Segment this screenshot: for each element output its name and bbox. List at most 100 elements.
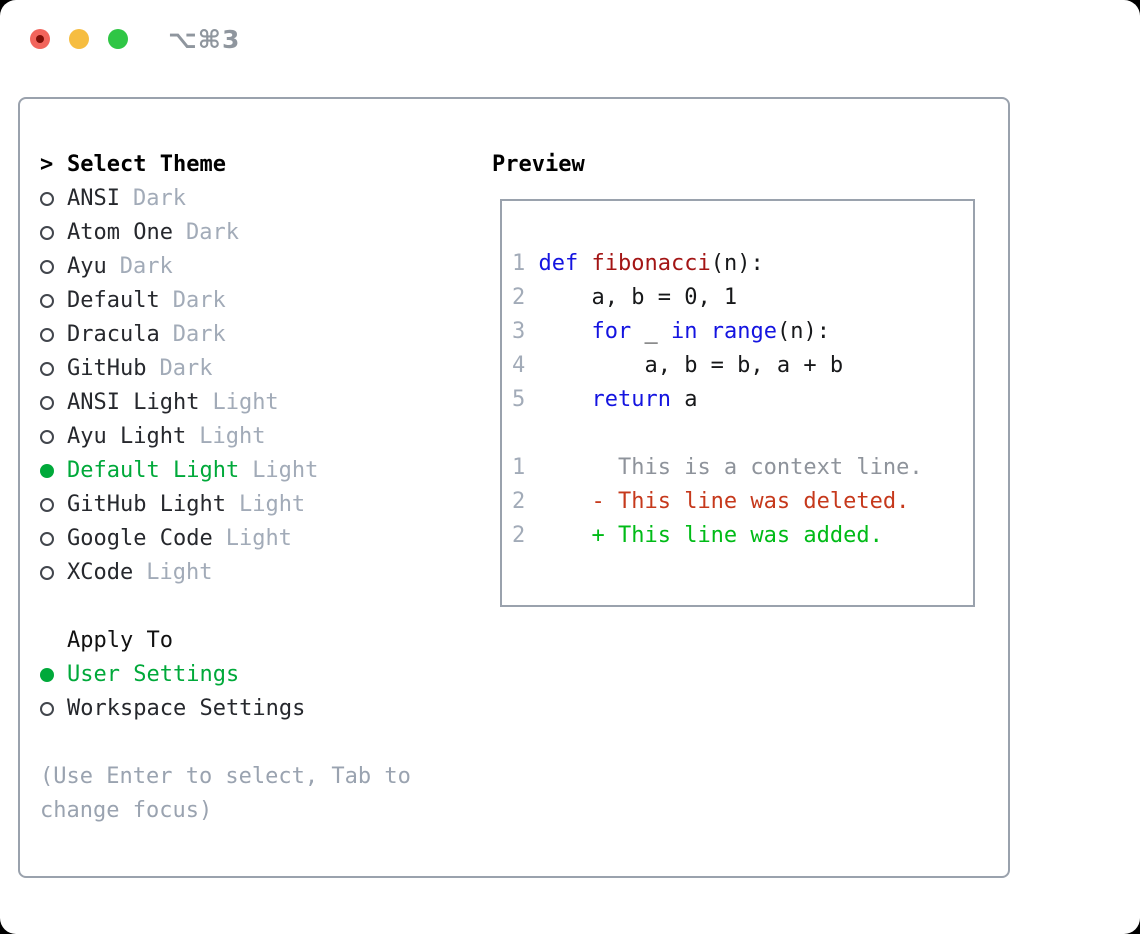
radio-icon bbox=[40, 668, 67, 682]
apply-to-header-row: Apply To bbox=[40, 624, 470, 658]
option-variant: Light bbox=[212, 390, 279, 415]
line-number: 2 bbox=[512, 285, 539, 310]
radio-icon bbox=[40, 192, 67, 206]
unsaved-dot-icon bbox=[36, 35, 44, 43]
option-label: XCode bbox=[67, 560, 134, 585]
preview-title: Preview bbox=[492, 152, 585, 177]
option-variant: Light bbox=[252, 458, 319, 483]
line-number: 3 bbox=[512, 319, 539, 344]
option-label: Ayu Light bbox=[67, 424, 187, 449]
code-segment: a, b = b, a + b bbox=[538, 353, 844, 378]
radio-icon bbox=[40, 566, 67, 580]
theme-option[interactable]: GitHub Dark bbox=[40, 352, 470, 386]
option-label: Dracula bbox=[67, 322, 160, 347]
theme-option[interactable]: Dracula Dark bbox=[40, 318, 470, 352]
code-segment-keyword: return bbox=[591, 387, 671, 412]
preview-pane: Preview 1 def fibonacci(n):2 a, b = 0, 1… bbox=[492, 99, 975, 876]
radio-icon bbox=[40, 498, 67, 512]
radio-icon bbox=[40, 328, 67, 342]
option-label: Atom One bbox=[67, 220, 173, 245]
option-variant: Dark bbox=[119, 254, 173, 279]
theme-picker: > Select Theme ANSI Dark Atom One Dark A… bbox=[20, 99, 470, 876]
theme-option[interactable]: Default Light Light bbox=[40, 454, 470, 488]
title-bar: ⌥⌘3 bbox=[30, 25, 240, 54]
line-number: 2 bbox=[512, 523, 539, 548]
apply-to-option[interactable]: Workspace Settings bbox=[40, 692, 470, 726]
focus-cursor-icon: > bbox=[40, 152, 54, 177]
select-theme-title: Select Theme bbox=[67, 152, 226, 177]
line-number: 1 bbox=[512, 455, 539, 480]
radio-icon bbox=[40, 362, 67, 376]
code-segment-keyword: def bbox=[538, 251, 579, 276]
option-label: ANSI bbox=[67, 186, 120, 211]
theme-option[interactable]: Ayu Light Light bbox=[40, 420, 470, 454]
option-variant: Light bbox=[225, 526, 292, 551]
theme-option[interactable]: Ayu Dark bbox=[40, 250, 470, 284]
code-segment bbox=[697, 319, 710, 344]
theme-option[interactable]: GitHub Light Light bbox=[40, 488, 470, 522]
theme-option[interactable]: ANSI Dark bbox=[40, 182, 470, 216]
theme-option[interactable]: Atom One Dark bbox=[40, 216, 470, 250]
main-panel: > Select Theme ANSI Dark Atom One Dark A… bbox=[18, 97, 1010, 878]
code-line: 2 a, b = 0, 1 bbox=[512, 281, 965, 315]
code-segment: (n): bbox=[710, 251, 764, 276]
line-number: 2 bbox=[512, 489, 539, 514]
zoom-button[interactable] bbox=[108, 29, 128, 49]
option-variant: Light bbox=[199, 424, 266, 449]
radio-icon bbox=[40, 226, 67, 240]
select-theme-header-row: > Select Theme bbox=[40, 148, 470, 182]
option-label: GitHub Light bbox=[67, 492, 226, 517]
radio-icon bbox=[40, 532, 67, 546]
code-line: 3 for _ in range(n): bbox=[512, 315, 965, 349]
option-variant: Dark bbox=[172, 288, 226, 313]
code-line: 2 - This line was deleted. bbox=[512, 485, 965, 519]
theme-option[interactable]: ANSI Light Light bbox=[40, 386, 470, 420]
code-segment-context: This is a context line. bbox=[538, 455, 923, 480]
code-line: 2 + This line was added. bbox=[512, 519, 965, 553]
line-number: 4 bbox=[512, 353, 539, 378]
code-segment: a, b = 0, 1 bbox=[538, 285, 738, 310]
radio-icon bbox=[40, 464, 67, 478]
theme-list: ANSI Dark Atom One Dark Ayu Dark Default… bbox=[40, 182, 470, 590]
option-label: ANSI Light bbox=[67, 390, 200, 415]
line-number: 5 bbox=[512, 387, 539, 412]
code-segment-function: fibonacci bbox=[591, 251, 711, 276]
apply-to-list: User Settings Workspace Settings bbox=[40, 658, 470, 726]
option-variant: Dark bbox=[132, 186, 186, 211]
line-number bbox=[512, 421, 539, 446]
code-segment-keyword: in bbox=[670, 319, 698, 344]
option-variant: Dark bbox=[159, 356, 213, 381]
code-segment: a bbox=[670, 387, 698, 412]
hint-text: (Use Enter to select, Tab to change focu… bbox=[40, 764, 411, 823]
line-number: 1 bbox=[512, 251, 539, 276]
option-label: User Settings bbox=[67, 662, 240, 687]
code-segment-added: + This line was added. bbox=[538, 523, 883, 548]
code-segment-keyword: for bbox=[591, 319, 632, 344]
minimize-button[interactable] bbox=[69, 29, 89, 49]
apply-to-title: Apply To bbox=[67, 628, 173, 653]
window-title: ⌥⌘3 bbox=[168, 24, 241, 54]
radio-icon bbox=[40, 260, 67, 274]
code-segment: (n): bbox=[776, 319, 830, 344]
code-segment-keyword: range bbox=[710, 319, 777, 344]
option-label: Workspace Settings bbox=[67, 696, 306, 721]
close-button[interactable] bbox=[30, 29, 50, 49]
code-segment: _ bbox=[631, 319, 671, 344]
option-label: Default Light bbox=[67, 458, 240, 483]
theme-option[interactable]: Default Dark bbox=[40, 284, 470, 318]
radio-icon bbox=[40, 430, 67, 444]
code-line: 1 def fibonacci(n): bbox=[512, 247, 965, 281]
apply-to-option[interactable]: User Settings bbox=[40, 658, 470, 692]
option-variant: Dark bbox=[185, 220, 239, 245]
option-variant: Light bbox=[146, 560, 213, 585]
option-label: GitHub bbox=[67, 356, 147, 381]
code-line: 1 This is a context line. bbox=[512, 451, 965, 485]
theme-option[interactable]: Google Code Light bbox=[40, 522, 470, 556]
option-label: Default bbox=[67, 288, 160, 313]
radio-icon bbox=[40, 294, 67, 308]
code-segment bbox=[539, 319, 592, 344]
theme-option[interactable]: XCode Light bbox=[40, 556, 470, 590]
